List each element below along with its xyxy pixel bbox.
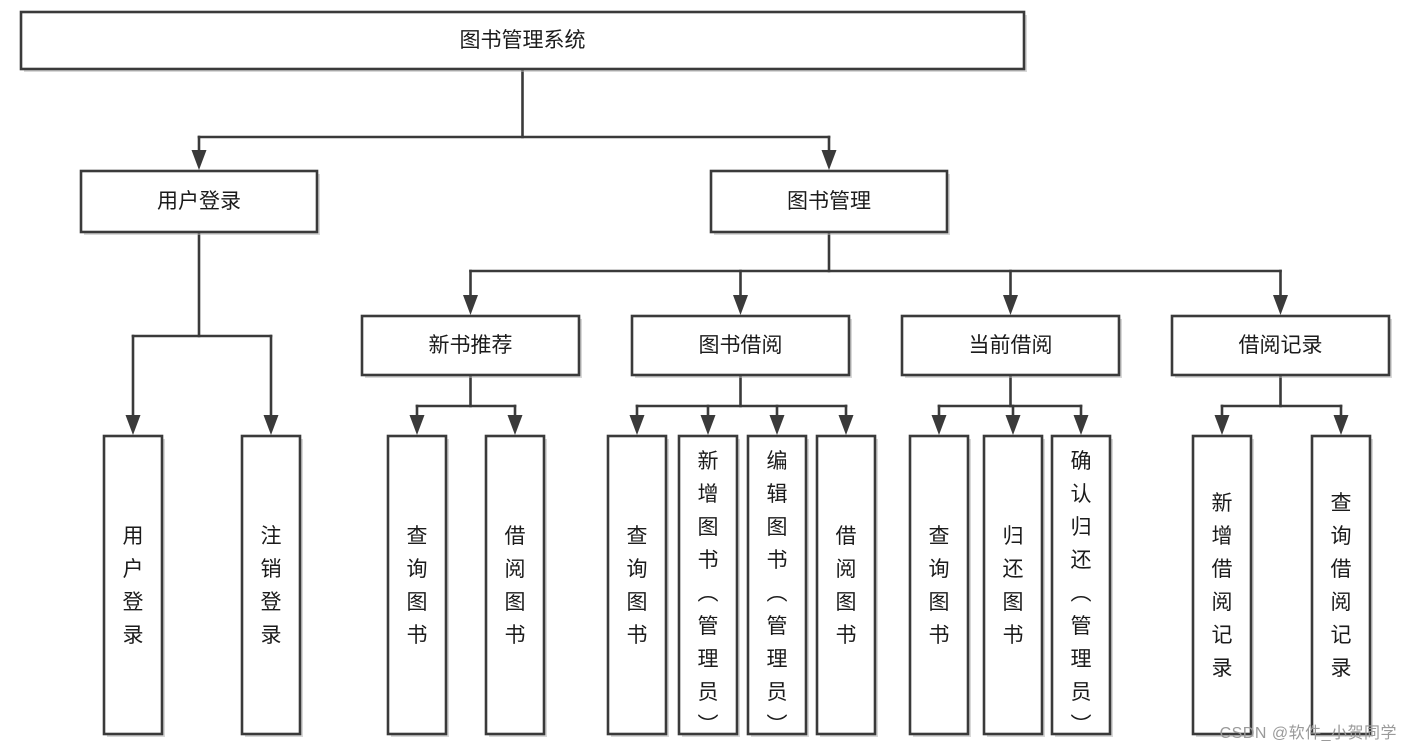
edge-group-root [191,67,837,170]
node-new-book-rec[interactable]: 新书推荐 [360,314,582,378]
node-label: 查询借阅记录 [1331,492,1352,680]
node-leaf-confirm-return[interactable]: 确认归还︵管理员︶ [1050,434,1113,737]
arrow-head-icon [700,415,716,435]
node-label: 图书管理 [787,190,871,213]
node-rect[interactable] [908,434,970,736]
node-leaf-add-book[interactable]: 新增图书︵管理员︶ [677,434,740,737]
node-rect[interactable] [1191,434,1253,736]
node-current-borrow[interactable]: 当前借阅 [900,314,1122,378]
node-label: 注销登录 [261,525,282,647]
node-rect[interactable] [630,314,851,377]
node-leaf-query-book-1[interactable]: 查询图书 [386,434,449,737]
node-label: 查询图书 [407,525,428,647]
node-label: 查询图书 [627,525,648,647]
node-borrow-record[interactable]: 借阅记录 [1170,314,1392,378]
node-leaf-user-logout[interactable]: 注销登录 [240,434,303,737]
node-rect[interactable] [677,434,739,736]
node-rect[interactable] [19,10,1026,71]
node-user-login[interactable]: 用户登录 [79,169,320,235]
node-label: 图书管理系统 [460,29,586,52]
node-label: 新书推荐 [429,334,513,357]
arrow-head-icon [629,415,645,435]
arrow-head-icon [1333,415,1349,435]
edge-layer [125,67,1349,435]
node-leaf-borrow-book-2[interactable]: 借阅图书 [815,434,878,737]
node-label: 用户登录 [123,525,144,647]
arrow-head-icon [507,415,523,435]
arrow-head-icon [125,415,141,435]
arrow-head-icon [1005,415,1021,435]
edge-group-new-book-rec [409,373,523,435]
arrow-head-icon [821,150,837,170]
node-leaf-user-login[interactable]: 用户登录 [102,434,165,737]
node-rect[interactable] [900,314,1121,377]
arrow-head-icon [463,295,478,315]
node-rect[interactable] [240,434,302,736]
node-label: 编辑图书︵管理员︶ [767,450,788,737]
node-rect[interactable] [386,434,448,736]
arrow-head-icon [733,295,748,315]
node-label: 借阅记录 [1239,334,1323,357]
node-rect[interactable] [1170,314,1391,377]
node-label: 查询图书 [929,525,950,647]
node-label: 用户登录 [157,190,241,213]
node-label: 当前借阅 [969,334,1053,357]
node-root[interactable]: 图书管理系统 [19,10,1027,72]
node-rect[interactable] [79,169,319,234]
node-leaf-borrow-book-1[interactable]: 借阅图书 [484,434,547,737]
node-rect[interactable] [1050,434,1112,736]
node-leaf-add-record[interactable]: 新增借阅记录 [1191,434,1254,737]
node-rect[interactable] [484,434,546,736]
arrow-head-icon [769,415,785,435]
node-rect[interactable] [360,314,581,377]
node-layer: 图书管理系统用户登录图书管理新书推荐图书借阅当前借阅借阅记录用户登录注销登录查询… [19,10,1392,737]
node-book-manage[interactable]: 图书管理 [709,169,950,235]
arrow-head-icon [1214,415,1230,435]
arrow-head-icon [1273,295,1288,315]
edge-group-current-borrow [931,373,1089,435]
node-rect[interactable] [102,434,164,736]
node-label: 确认归还︵管理员︶ [1071,450,1092,737]
edge-group-book-borrow [629,373,854,435]
node-leaf-query-book-2[interactable]: 查询图书 [606,434,669,737]
node-rect[interactable] [746,434,808,736]
node-rect[interactable] [982,434,1044,736]
node-leaf-return-book[interactable]: 归还图书 [982,434,1045,737]
node-label: 图书借阅 [699,334,783,357]
arrow-head-icon [1003,295,1018,315]
node-rect[interactable] [709,169,949,234]
node-book-borrow[interactable]: 图书借阅 [630,314,852,378]
arrow-head-icon [931,415,947,435]
arrow-head-icon [838,415,854,435]
arrow-head-icon [263,415,279,435]
edge-group-book-manage [463,230,1288,315]
node-leaf-edit-book[interactable]: 编辑图书︵管理员︶ [746,434,809,737]
node-rect[interactable] [1310,434,1372,736]
edge-group-borrow-record [1214,373,1349,435]
node-label: 新增图书︵管理员︶ [698,450,719,737]
node-label: 新增借阅记录 [1212,492,1233,680]
node-label: 借阅图书 [505,525,526,647]
node-rect[interactable] [606,434,668,736]
arrow-head-icon [191,150,207,170]
arrow-head-icon [1073,415,1089,435]
node-leaf-query-book-3[interactable]: 查询图书 [908,434,971,737]
node-label: 归还图书 [1003,525,1024,647]
arrow-head-icon [409,415,425,435]
edge-group-user-login [125,230,279,435]
node-label: 借阅图书 [836,525,857,647]
node-leaf-query-record[interactable]: 查询借阅记录 [1310,434,1373,737]
node-rect[interactable] [815,434,877,736]
